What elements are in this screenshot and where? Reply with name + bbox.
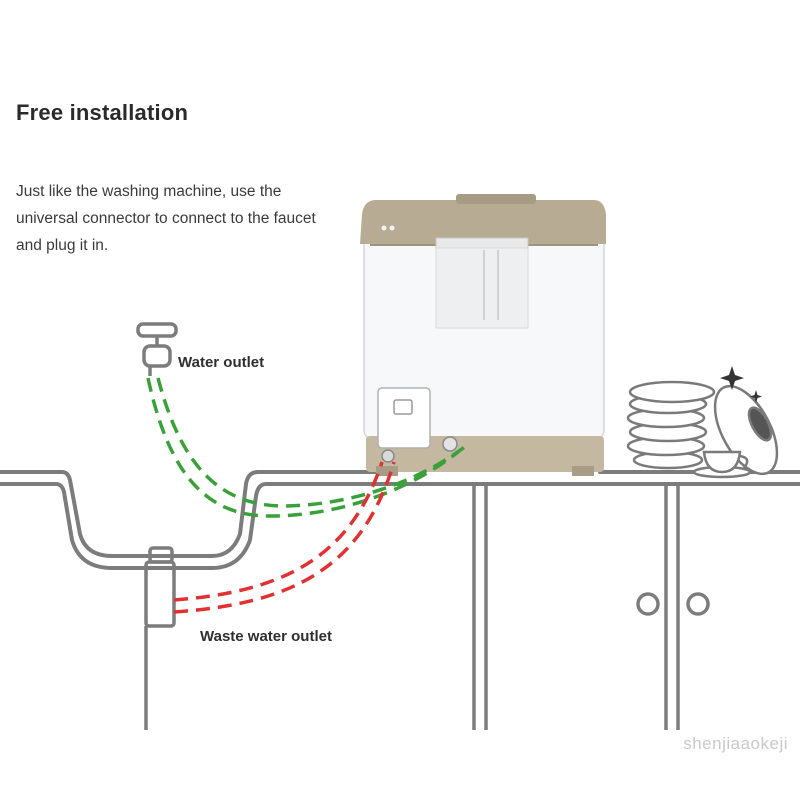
water-outlet-label: Water outlet	[178, 354, 265, 371]
drain-pipe	[144, 546, 176, 730]
inlet-hose	[146, 377, 468, 518]
cabinet-doors	[472, 484, 710, 730]
waste-hose	[173, 461, 396, 614]
sparkle-icon	[720, 366, 762, 403]
description-text: Just like the washing machine, use the u…	[16, 183, 316, 254]
connector-box	[377, 387, 431, 449]
dish-stack-icon	[626, 380, 779, 476]
cabinet-knob-right	[686, 592, 710, 616]
cabinet-knob-left	[636, 592, 660, 616]
waste-water-outlet-label: Waste water outlet	[200, 628, 332, 645]
watermark: shenjiaaokeji	[683, 734, 788, 753]
inlet-port	[442, 436, 458, 452]
cup-icon	[692, 450, 752, 479]
faucet-icon	[136, 322, 178, 376]
page-title: Free installation	[16, 100, 189, 125]
waste-port	[381, 449, 395, 463]
dishwasher	[360, 194, 606, 476]
